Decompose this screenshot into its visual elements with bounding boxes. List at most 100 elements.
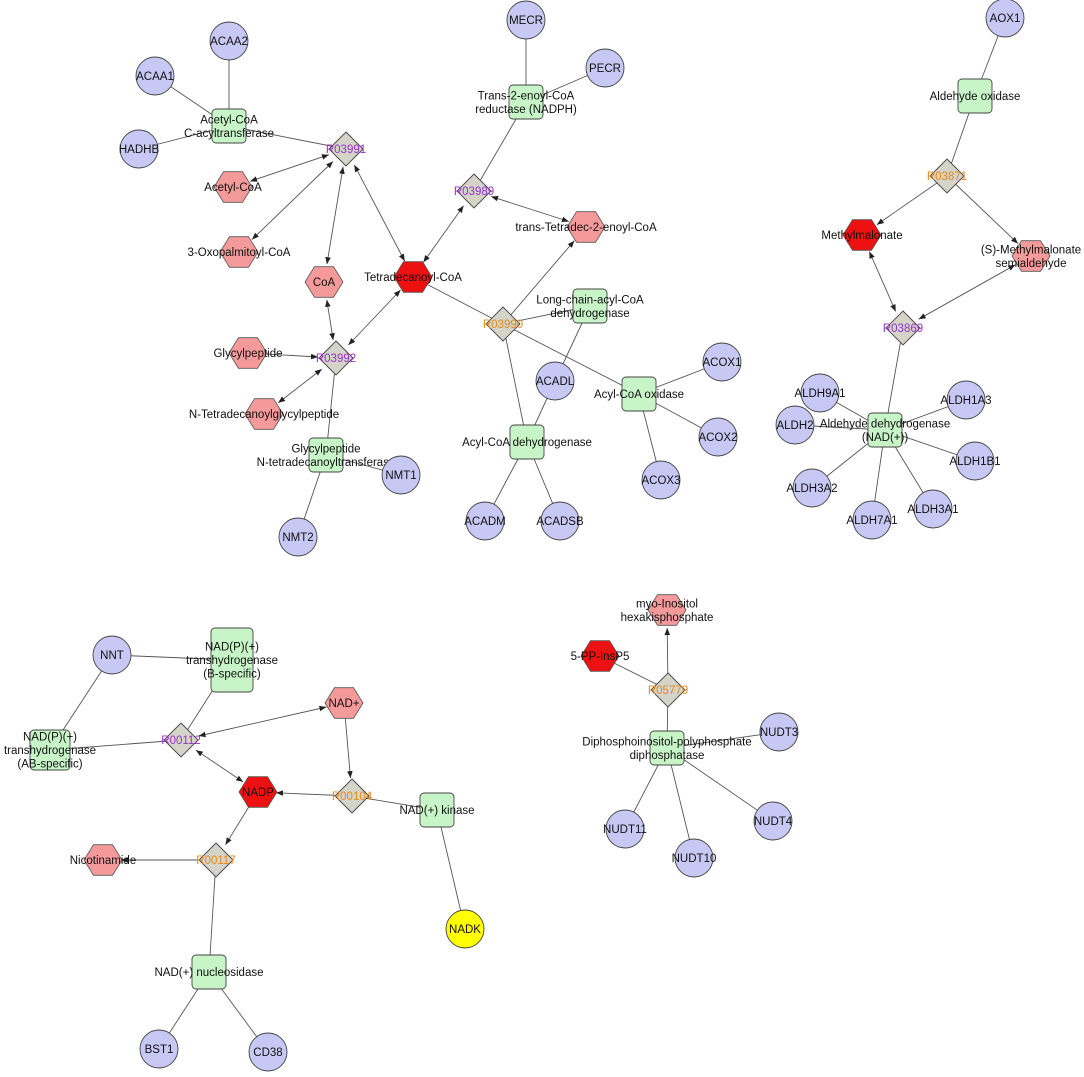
node-shape <box>92 635 132 675</box>
node-Oxopal-metabolite[interactable]: 3-Oxopalmitoyl-CoA <box>188 236 291 268</box>
node-PECR-gene[interactable]: PECR <box>585 48 625 88</box>
node-label: Long-chain-acyl-CoA <box>536 294 644 306</box>
node-nadk-enzyme[interactable]: NAD(+) kinase <box>399 792 475 828</box>
node-NUDT10-gene[interactable]: NUDT10 <box>672 838 717 878</box>
edge-R03990-acdh <box>502 323 528 443</box>
node-ACAA1-gene[interactable]: ACAA1 <box>135 56 175 96</box>
node-label: (S)-Methylmalonate <box>981 244 1081 256</box>
node-R00104-reaction[interactable]: R00104 <box>332 778 373 814</box>
node-Nicot-metabolite[interactable]: Nicotinamide <box>70 844 136 876</box>
node-label: (AB-specific) <box>17 759 82 771</box>
node-TetraCoA-key-metabolite[interactable]: Tetradecanoyl-CoA <box>364 261 462 293</box>
node-label: N-tetradecanoyltransferase <box>257 457 396 469</box>
node-shape <box>955 441 995 481</box>
node-NTetra-metabolite[interactable]: N-Tetradecanoylglycylpeptide <box>189 398 339 430</box>
node-BST1-gene[interactable]: BST1 <box>139 1029 179 1069</box>
edge-R03991-TetraCoA <box>353 164 406 262</box>
node-R03992-reaction[interactable]: R03992 <box>316 340 356 376</box>
node-shape <box>650 672 686 708</box>
edge-CoA-R03992 <box>325 299 335 341</box>
node-dipp-enzyme[interactable]: Diphosphoinositol-polyphosphatediphospha… <box>582 730 752 766</box>
node-acoxE-enzyme[interactable]: Acyl-CoA oxidase <box>594 376 684 412</box>
node-NUDT4-gene[interactable]: NUDT4 <box>753 801 793 841</box>
node-NADP-key-metabolite[interactable]: NADP <box>238 776 278 808</box>
node-R00117-reaction[interactable]: R00117 <box>196 842 236 878</box>
node-ACADSB-gene[interactable]: ACADSB <box>536 501 584 541</box>
node-NNT-gene[interactable]: NNT <box>92 635 132 675</box>
node-label: NUDT11 <box>603 824 647 836</box>
node-label: Tetradecanoyl-CoA <box>364 272 462 284</box>
node-label: Acetyl-CoA <box>200 114 258 126</box>
node-NMT2-gene[interactable]: NMT2 <box>278 517 318 557</box>
node-shape <box>605 809 645 849</box>
node-R03991-reaction[interactable]: R03991 <box>326 131 366 167</box>
node-label: ACAA2 <box>210 36 248 48</box>
node-label: Glycylpeptide <box>213 348 282 360</box>
node-AOX1-gene[interactable]: AOX1 <box>985 0 1025 38</box>
node-CoA-metabolite[interactable]: CoA <box>304 266 344 298</box>
node-NMT1-gene[interactable]: NMT1 <box>381 455 421 495</box>
node-label: NAD+ <box>329 698 360 710</box>
node-ACADL-gene[interactable]: ACADL <box>535 361 575 401</box>
node-aldh-enzyme[interactable]: Aldehyde dehydrogenase(NAD(+)) <box>820 412 950 448</box>
node-shape <box>324 687 364 719</box>
node-NADplus-metabolite[interactable]: NAD+ <box>324 687 364 719</box>
node-label: C-acyltransferase <box>184 128 274 140</box>
node-label: Methylmalonate <box>821 230 902 242</box>
node-ALDH2-gene[interactable]: ALDH2 <box>775 405 815 445</box>
node-ALDH9A1-gene[interactable]: ALDH9A1 <box>794 373 846 413</box>
node-label: transhydrogenase <box>4 745 96 757</box>
node-ACOX2-gene[interactable]: ACOX2 <box>699 417 738 457</box>
node-ALDH7A1-gene[interactable]: ALDH7A1 <box>846 500 898 540</box>
node-NUDT11-gene[interactable]: NUDT11 <box>603 809 647 849</box>
node-ALDH3A2-gene[interactable]: ALDH3A2 <box>786 468 838 508</box>
node-ALDH1A3-gene[interactable]: ALDH1A3 <box>940 380 992 420</box>
node-ALDH1B1-gene[interactable]: ALDH1B1 <box>949 441 1001 481</box>
node-nadpab-enzyme[interactable]: NAD(P)(+)transhydrogenase(AB-specific) <box>4 729 96 771</box>
node-shape <box>485 306 521 342</box>
node-ACAA2-gene[interactable]: ACAA2 <box>209 21 249 61</box>
node-R03990-reaction[interactable]: R03990 <box>483 306 523 342</box>
node-R03989-reaction[interactable]: R03989 <box>454 173 494 209</box>
node-ACOX3-gene[interactable]: ACOX3 <box>642 460 681 500</box>
node-label: R03869 <box>883 323 923 335</box>
node-acat-enzyme[interactable]: Acetyl-CoA C-acyltransferase <box>184 108 274 144</box>
node-shape <box>775 405 815 445</box>
node-Methylmal-key-metabolite[interactable]: Methylmalonate <box>821 219 903 251</box>
node-Glycyl-metabolite[interactable]: Glycylpeptide <box>213 337 283 369</box>
node-shape <box>135 56 175 96</box>
node-HADHB-gene[interactable]: HADHB <box>119 129 160 169</box>
node-R03869-reaction[interactable]: R03869 <box>883 310 923 346</box>
node-NUDT3-gene[interactable]: NUDT3 <box>759 712 799 752</box>
node-NADK-highlight-gene[interactable]: NADK <box>445 909 485 949</box>
node-ACOX1-gene[interactable]: ACOX1 <box>703 342 742 382</box>
node-shape <box>334 778 370 814</box>
node-label: Acetyl-CoA <box>204 182 262 194</box>
node-ACADM-gene[interactable]: ACADM <box>464 501 506 541</box>
node-aldox-enzyme[interactable]: Aldehyde oxidase <box>930 78 1021 114</box>
node-shape <box>946 380 986 420</box>
node-nadnuc-enzyme[interactable]: NAD(+) nucleosidase <box>155 954 264 990</box>
node-ALDH3A1-gene[interactable]: ALDH3A1 <box>907 489 959 529</box>
node-R00112-reaction[interactable]: R00112 <box>161 722 201 758</box>
node-shape <box>278 517 318 557</box>
node-MECR-gene[interactable]: MECR <box>506 0 546 40</box>
node-label: ALDH1A3 <box>940 395 991 407</box>
node-transTetra-metabolite[interactable]: trans-Tetradec-2-enoyl-CoA <box>515 211 657 243</box>
node-CD38-gene[interactable]: CD38 <box>248 1032 288 1072</box>
node-shape <box>213 171 253 203</box>
node-R05779-reaction[interactable]: R05779 <box>648 672 688 708</box>
node-AcetylCoA-metabolite[interactable]: Acetyl-CoA <box>204 171 262 203</box>
node-nadpb-enzyme[interactable]: NAD(P)(+)transhydrogenase(B-specific) <box>186 627 278 693</box>
node-PPInsP5-key-metabolite[interactable]: 5-PP-InsP5 <box>571 640 630 672</box>
node-acdh-enzyme[interactable]: Acyl-CoA dehydrogenase <box>462 424 592 460</box>
node-label: NAD(+) kinase <box>399 805 474 817</box>
node-R03871-reaction[interactable]: R03871 <box>927 158 967 194</box>
node-shape <box>842 219 882 251</box>
